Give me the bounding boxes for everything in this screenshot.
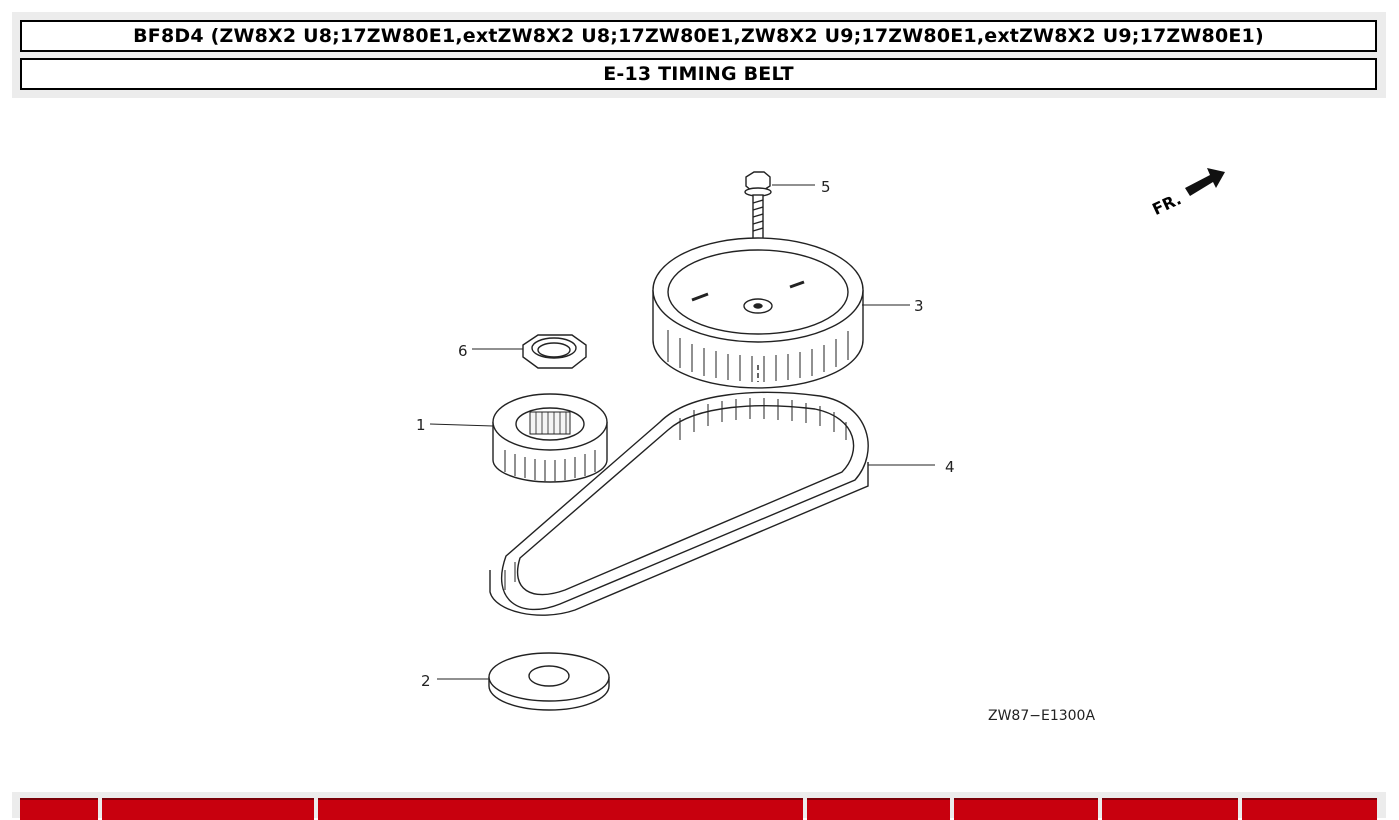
section-title: E-13 TIMING BELT	[20, 58, 1377, 90]
footer-tab-2[interactable]	[102, 798, 314, 820]
footer-tab-1[interactable]	[20, 798, 98, 820]
callout-4: 4	[945, 458, 955, 476]
footer-tab-3[interactable]	[318, 798, 803, 820]
footer-tab-7[interactable]	[1242, 798, 1377, 820]
callout-1: 1	[416, 416, 426, 434]
fr-label: FR.	[1149, 189, 1184, 219]
driven-pulley-icon	[492, 393, 608, 483]
front-direction-arrow: FR.	[1149, 168, 1225, 219]
callout-5: 5	[821, 178, 831, 196]
exploded-view-svg: FR.	[416, 168, 1225, 724]
footer-tab-6[interactable]	[1102, 798, 1238, 820]
guide-plate-icon	[488, 652, 610, 711]
callout-3: 3	[914, 297, 924, 315]
header-block: BF8D4 (ZW8X2 U8;17ZW80E1,extZW8X2 U8;17Z…	[12, 12, 1386, 98]
callout-2: 2	[421, 672, 431, 690]
timing-pulley-icon	[652, 237, 864, 389]
footer-nav-bar	[12, 792, 1386, 820]
parts-diagram: FR.	[0, 100, 1399, 790]
model-title: BF8D4 (ZW8X2 U8;17ZW80E1,extZW8X2 U8;17Z…	[20, 20, 1377, 52]
lock-nut-icon	[522, 334, 587, 369]
footer-tab-5[interactable]	[954, 798, 1098, 820]
timing-belt-icon	[489, 391, 869, 616]
callout-6: 6	[458, 342, 468, 360]
footer-tab-4[interactable]	[807, 798, 950, 820]
diagram-code: ZW87−E1300A	[988, 708, 1095, 724]
